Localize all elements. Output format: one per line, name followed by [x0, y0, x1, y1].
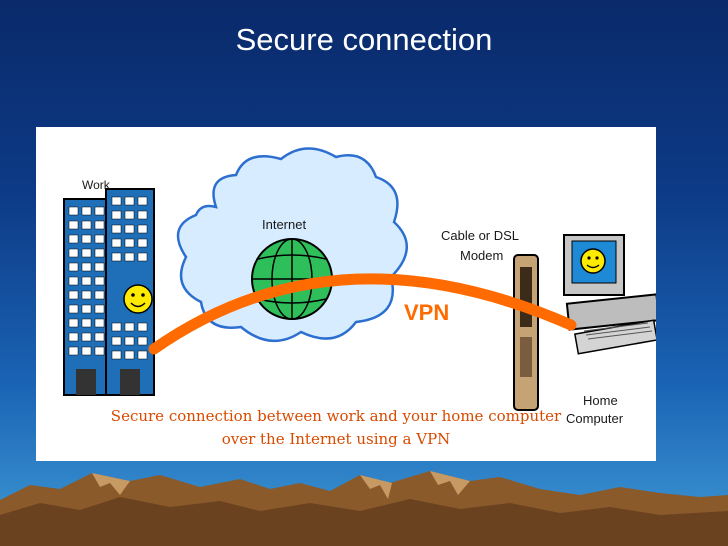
diagram-panel: Work Internet Cable or DSL Modem VPN Hom…	[36, 127, 656, 461]
modem-label-line2: Modem	[460, 248, 504, 263]
vpn-label: VPN	[404, 300, 450, 325]
home-label-line1: Home	[583, 393, 618, 408]
caption-line1: Secure connection between work and your …	[110, 407, 562, 425]
caption-line2: over the Internet using a VPN	[221, 430, 451, 448]
work-label: Work	[82, 178, 110, 192]
vpn-tunnel	[148, 273, 577, 355]
vpn-diagram	[63, 147, 656, 411]
internet-label: Internet	[262, 217, 307, 232]
home-label-line2: Computer	[566, 411, 624, 426]
smiley-icon	[580, 248, 606, 274]
slide-title: Secure connection	[235, 22, 493, 57]
building-icon	[63, 188, 155, 396]
modem-icon	[513, 254, 539, 411]
smiley-icon	[123, 284, 153, 314]
computer-icon	[563, 234, 656, 355]
modem-label-line1: Cable or DSL	[441, 228, 520, 243]
mountain-range	[0, 471, 728, 546]
